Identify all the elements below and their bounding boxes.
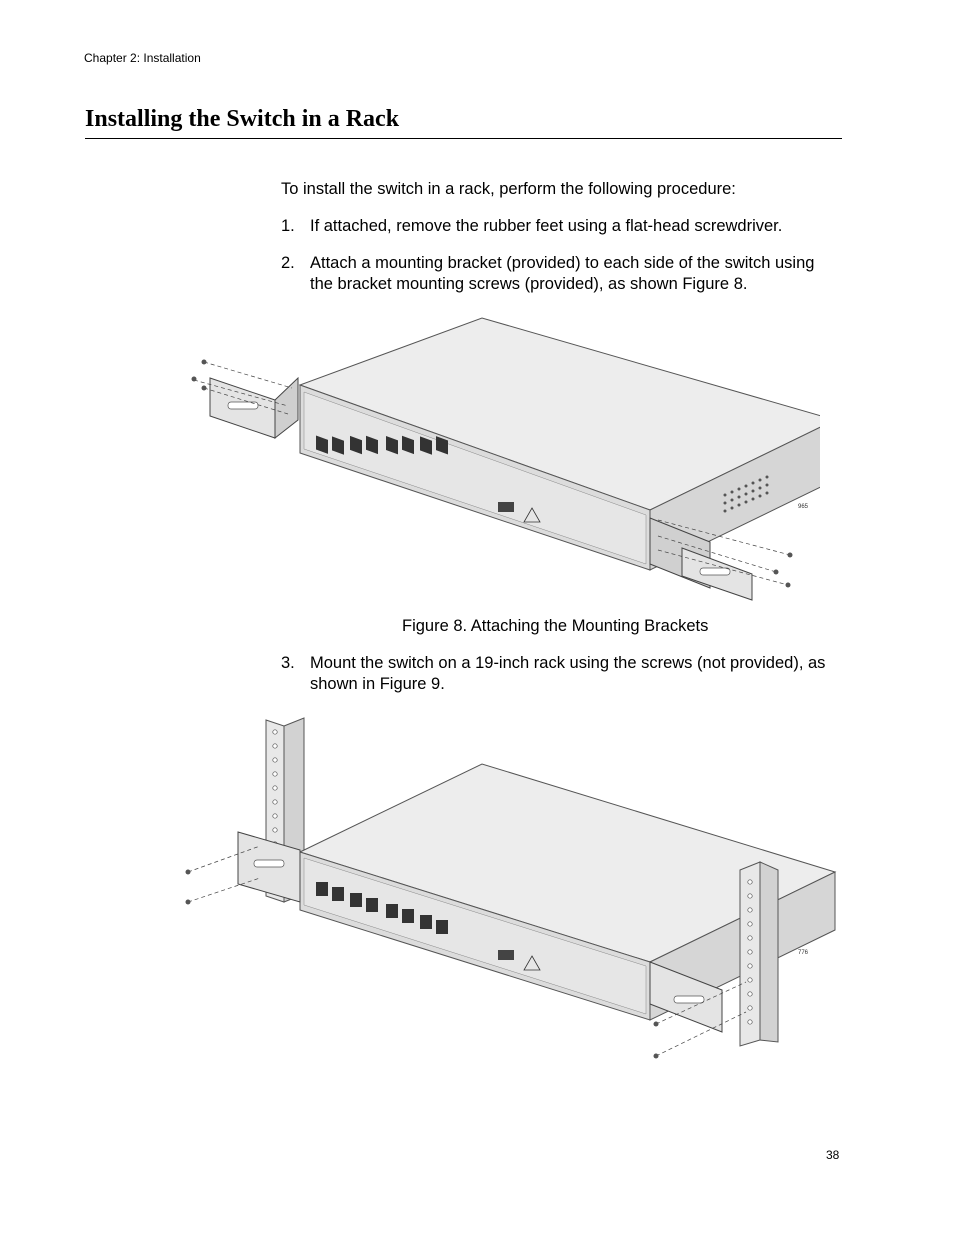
running-header: Chapter 2: Installation [84, 51, 201, 65]
step-1: 1. If attached, remove the rubber feet u… [281, 216, 841, 237]
step-number: 3. [281, 654, 295, 672]
section-title: Installing the Switch in a Rack [85, 106, 842, 139]
step-text: Attach a mounting bracket (provided) to … [310, 254, 815, 293]
figure-id-label: 965 [798, 504, 809, 510]
step-text: Mount the switch on a 19-inch rack using… [310, 654, 826, 693]
step-3: 3. Mount the switch on a 19-inch rack us… [281, 653, 841, 695]
figure-8-illustration: 965 [191, 317, 820, 601]
intro-paragraph: To install the switch in a rack, perform… [281, 180, 736, 198]
figure-8-caption: Figure 8. Attaching the Mounting Bracket… [402, 617, 709, 635]
step-number: 1. [281, 217, 295, 235]
step-2: 2. Attach a mounting bracket (provided) … [281, 253, 841, 295]
page-number: 38 [826, 1148, 840, 1162]
step-number: 2. [281, 254, 295, 272]
figure-id-label: 776 [798, 950, 809, 956]
step-text: If attached, remove the rubber feet usin… [310, 217, 783, 235]
figure-9-illustration: 776 [185, 717, 837, 1059]
